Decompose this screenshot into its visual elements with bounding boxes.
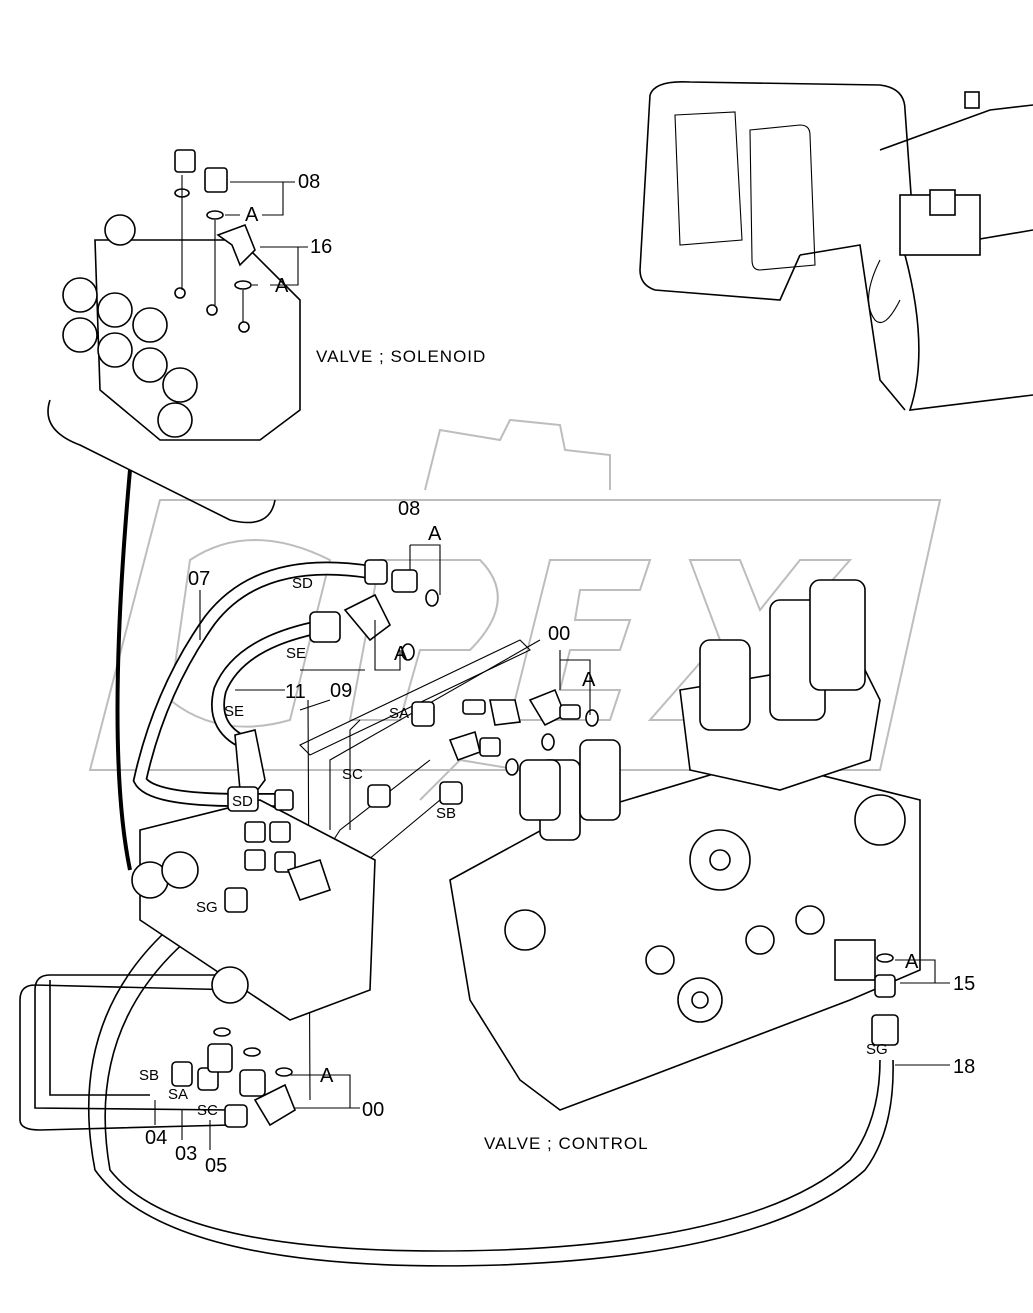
callout-15: 15 xyxy=(953,973,975,995)
callout-a: A xyxy=(275,275,289,297)
callout-11: 11 xyxy=(285,681,306,703)
fittings xyxy=(171,559,899,1128)
callout-09: 09 xyxy=(330,680,352,702)
hose-code-sd: SD xyxy=(232,793,253,810)
callout-leaders xyxy=(154,544,950,1150)
excavator-cab-illustration xyxy=(639,80,1033,411)
hose-code-sa: SA xyxy=(389,705,409,722)
hose-code-se: SE xyxy=(224,703,244,720)
hose-code-sg: SG xyxy=(196,899,218,916)
callout-08: 08 xyxy=(398,498,420,520)
callout-05: 05 xyxy=(205,1155,227,1177)
control-valve-illustration xyxy=(131,579,921,1111)
callout-a: A xyxy=(428,523,442,545)
callout-08: 08 xyxy=(298,171,320,193)
hose-code-sc: SC xyxy=(342,766,363,783)
hose-code-sg: SG xyxy=(866,1041,888,1058)
hose-code-sb: SB xyxy=(436,805,456,822)
callout-16: 16 xyxy=(310,236,332,258)
callout-00: 00 xyxy=(548,623,570,645)
hose-code-sd: SD xyxy=(292,575,313,592)
hose-code-sc: SC xyxy=(197,1102,218,1119)
hose-code-se: SE xyxy=(286,645,306,662)
solenoid-fittings xyxy=(174,149,308,322)
callout-a: A xyxy=(394,643,408,665)
callout-07: 07 xyxy=(188,568,210,590)
callout-18: 18 xyxy=(953,1056,975,1078)
hose-code-sb: SB xyxy=(139,1067,159,1084)
callout-a: A xyxy=(905,951,919,973)
control-valve-label: VALVE ; CONTROL xyxy=(484,1134,649,1153)
callout-a: A xyxy=(320,1065,334,1087)
leader-line xyxy=(115,469,132,871)
callout-a: A xyxy=(582,669,596,691)
callout-04: 04 xyxy=(145,1127,167,1149)
solenoid-valve-label: VALVE ; SOLENOID xyxy=(316,347,486,366)
callout-a: A xyxy=(245,204,259,226)
hose-code-sa: SA xyxy=(168,1086,188,1103)
callout-03: 03 xyxy=(175,1143,197,1165)
solenoid-valve-illustration xyxy=(47,214,301,524)
callout-00: 00 xyxy=(362,1099,384,1121)
